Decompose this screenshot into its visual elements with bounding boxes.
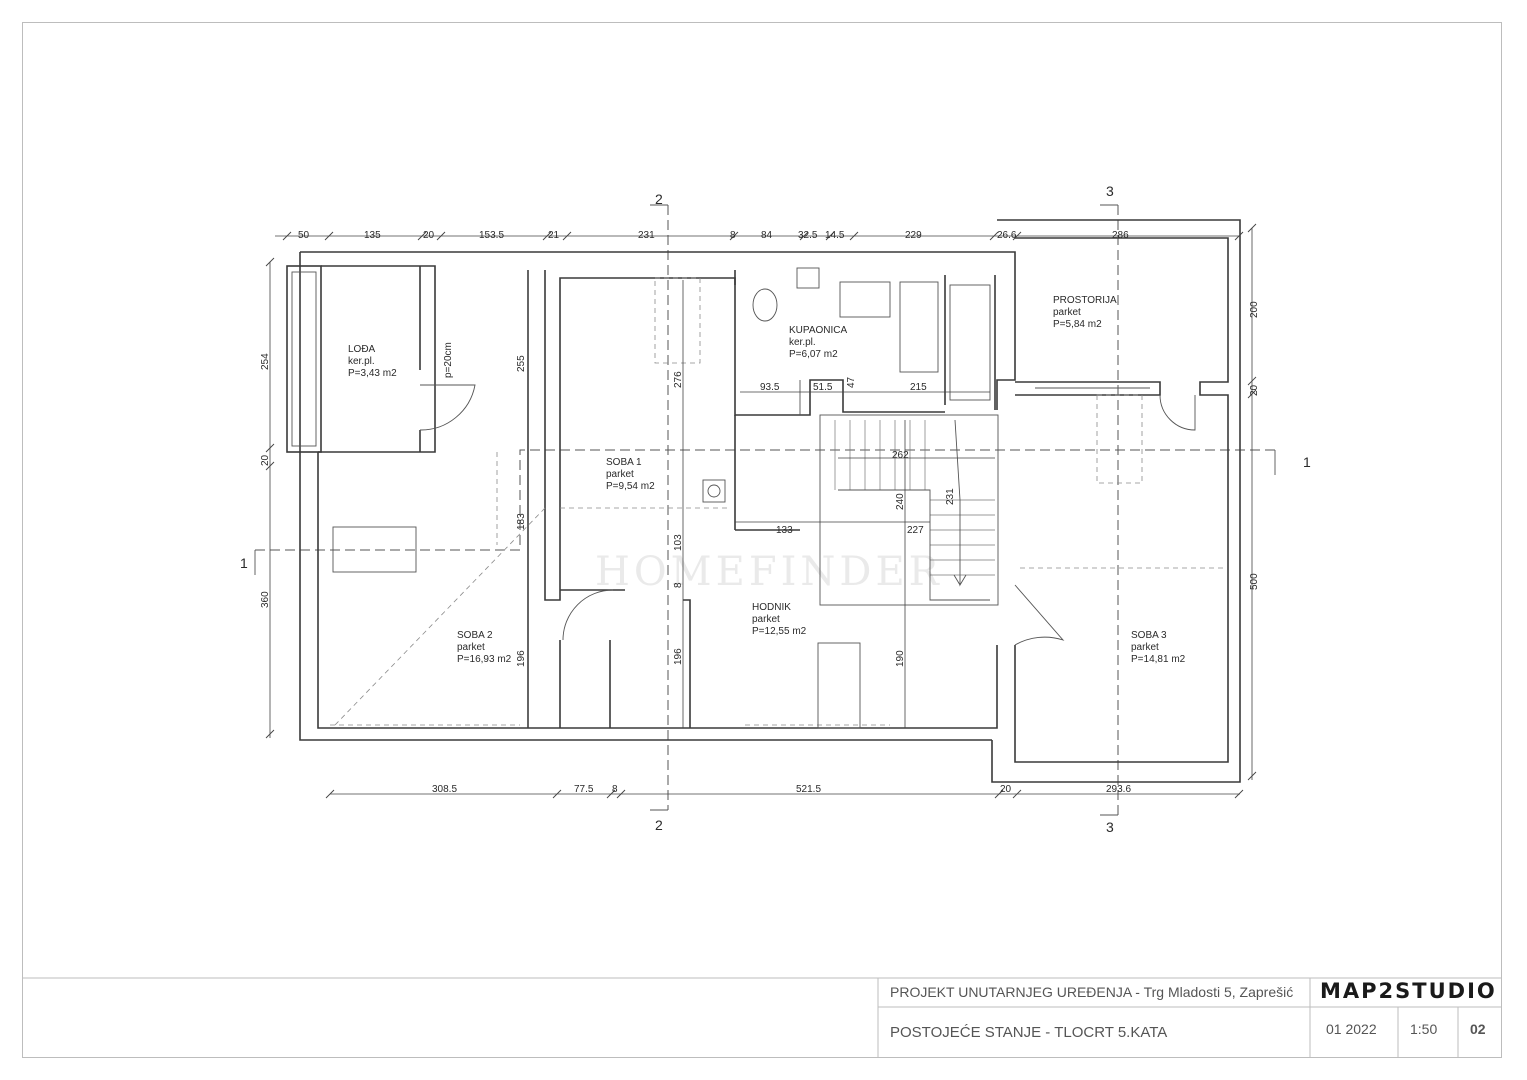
room-name: SOBA 1 [606, 457, 642, 468]
dim-bottom-3: 8 [612, 784, 618, 795]
room-soba2: SOBA 2 parket P=16,93 m2 [457, 630, 512, 665]
sheet-number: 02 [1470, 1021, 1486, 1037]
dim-inner-133: 133 [776, 525, 793, 536]
dim-top-12: 26.6 [997, 230, 1017, 241]
room-floor: ker.pl. [789, 337, 816, 348]
room-floor: parket [457, 642, 485, 653]
room-lodja: LOĐA ker.pl. P=3,43 m2 [348, 344, 397, 379]
room-name: KUPAONICA [789, 325, 847, 336]
room-area: P=9,54 m2 [606, 481, 655, 492]
dim-inner-227: 227 [907, 525, 924, 536]
dim-inner-196b: 196 [673, 648, 684, 665]
dim-top-1: 50 [298, 230, 310, 241]
room-area: P=6,07 m2 [789, 349, 838, 360]
dim-inner-255: 255 [516, 355, 527, 372]
room-floor: parket [1131, 642, 1159, 653]
walls [286, 219, 1241, 783]
dim-right-3: 500 [1249, 573, 1260, 590]
drawing-title: POSTOJEĆE STANJE - TLOCRT 5.KATA [890, 1024, 1167, 1041]
drawing-scale: 1:50 [1410, 1021, 1437, 1037]
dim-top-9: 32.5 [798, 230, 818, 241]
dim-bottom-6: 293.6 [1106, 784, 1131, 795]
room-area: P=16,93 m2 [457, 654, 512, 665]
room-name: HODNIK [752, 602, 791, 613]
dim-inner-231: 231 [945, 488, 956, 505]
room-name: SOBA 2 [457, 630, 493, 641]
dim-inner-240: 240 [895, 493, 906, 510]
dim-top-8: 84 [761, 230, 773, 241]
dim-right-2: 20 [1249, 384, 1260, 396]
top-dimension-labels: 50 135 20 153.5 21 231 8 84 32.5 14.5 22… [298, 230, 1129, 241]
dim-bottom-4: 521.5 [796, 784, 821, 795]
sheet-frame [22, 22, 1502, 1058]
dim-inner-276: 276 [673, 371, 684, 388]
room-name: LOĐA [348, 344, 376, 355]
axis-label-3-bottom: 3 [1106, 819, 1114, 835]
room-prostorija: PROSTORIJA parket P=5,84 m2 [1053, 295, 1117, 330]
dim-inner-196a: 196 [516, 650, 527, 667]
section-axes: 2 2 3 3 1 1 [240, 183, 1311, 835]
dim-right-1: 200 [1249, 301, 1260, 318]
dim-inner-190: 190 [895, 650, 906, 667]
dim-bottom-2: 77.5 [574, 784, 594, 795]
room-floor: ker.pl. [348, 356, 375, 367]
room-area: P=14,81 m2 [1131, 654, 1186, 665]
room-hodnik: HODNIK parket P=12,55 m2 [752, 602, 807, 637]
watermark: HOMEFINDER [595, 549, 943, 595]
drawing-date: 01 2022 [1326, 1021, 1377, 1037]
dim-inner-262: 262 [892, 450, 909, 461]
room-kupaonica: KUPAONICA ker.pl. P=6,07 m2 [789, 325, 847, 360]
dim-top-6: 231 [638, 230, 655, 241]
dim-inner-183: 183 [516, 513, 527, 530]
dim-inner-103: 103 [673, 534, 684, 551]
dimension-lines [265, 223, 1257, 799]
fixtures [332, 267, 1196, 729]
room-floor: parket [752, 614, 780, 625]
project-title: PROJEKT UNUTARNJEG UREĐENJA - Trg Mlados… [890, 984, 1293, 1000]
dim-top-10: 14.5 [825, 230, 845, 241]
dim-top-7: 8 [730, 230, 736, 241]
room-labels: LOĐA ker.pl. P=3,43 m2 KUPAONICA ker.pl.… [348, 295, 1186, 665]
dim-inner-51-5: 51.5 [813, 382, 833, 393]
dim-top-5: 21 [548, 230, 560, 241]
dim-top-2: 135 [364, 230, 381, 241]
axis-label-3-top: 3 [1106, 183, 1114, 199]
dim-inner-p20: p=20cm [443, 342, 454, 378]
axis-label-1-right: 1 [1303, 454, 1311, 470]
dim-top-13: 286 [1112, 230, 1129, 241]
dim-left-3: 360 [260, 591, 271, 608]
title-block: PROJEKT UNUTARNJEG UREĐENJA - Trg Mlados… [22, 977, 1502, 1058]
dim-inner-215: 215 [910, 382, 927, 393]
axis-label-2-bottom: 2 [655, 817, 663, 833]
dim-top-3: 20 [423, 230, 435, 241]
axis-label-2-top: 2 [655, 191, 663, 207]
dim-bottom-5: 20 [1000, 784, 1012, 795]
room-area: P=5,84 m2 [1053, 319, 1102, 330]
dim-top-11: 229 [905, 230, 922, 241]
bottom-dimension-labels: 308.5 77.5 8 521.5 20 293.6 [432, 784, 1131, 795]
room-soba3: SOBA 3 parket P=14,81 m2 [1131, 630, 1186, 665]
room-name: PROSTORIJA [1053, 295, 1117, 306]
toilet-icon [752, 288, 778, 322]
dim-left-1: 254 [260, 353, 271, 370]
dim-inner-8: 8 [673, 582, 684, 588]
axis-label-1-left: 1 [240, 555, 248, 571]
dim-bottom-1: 308.5 [432, 784, 457, 795]
dim-inner-93-5: 93.5 [760, 382, 780, 393]
room-floor: parket [606, 469, 634, 480]
room-name: SOBA 3 [1131, 630, 1167, 641]
room-area: P=12,55 m2 [752, 626, 807, 637]
dim-inner-47: 47 [846, 376, 857, 388]
dim-left-2: 20 [260, 454, 271, 466]
room-soba1: SOBA 1 parket P=9,54 m2 [606, 457, 655, 492]
room-area: P=3,43 m2 [348, 368, 397, 379]
side-dimension-labels: 254 20 360 200 20 500 [260, 301, 1260, 608]
room-floor: parket [1053, 307, 1081, 318]
dim-top-4: 153.5 [479, 230, 504, 241]
studio-logo: MAP2STUDIO [1320, 979, 1497, 1003]
inner-dimension-labels: 255 183 196 276 103 8 196 190 p=20cm 93.… [443, 342, 956, 667]
